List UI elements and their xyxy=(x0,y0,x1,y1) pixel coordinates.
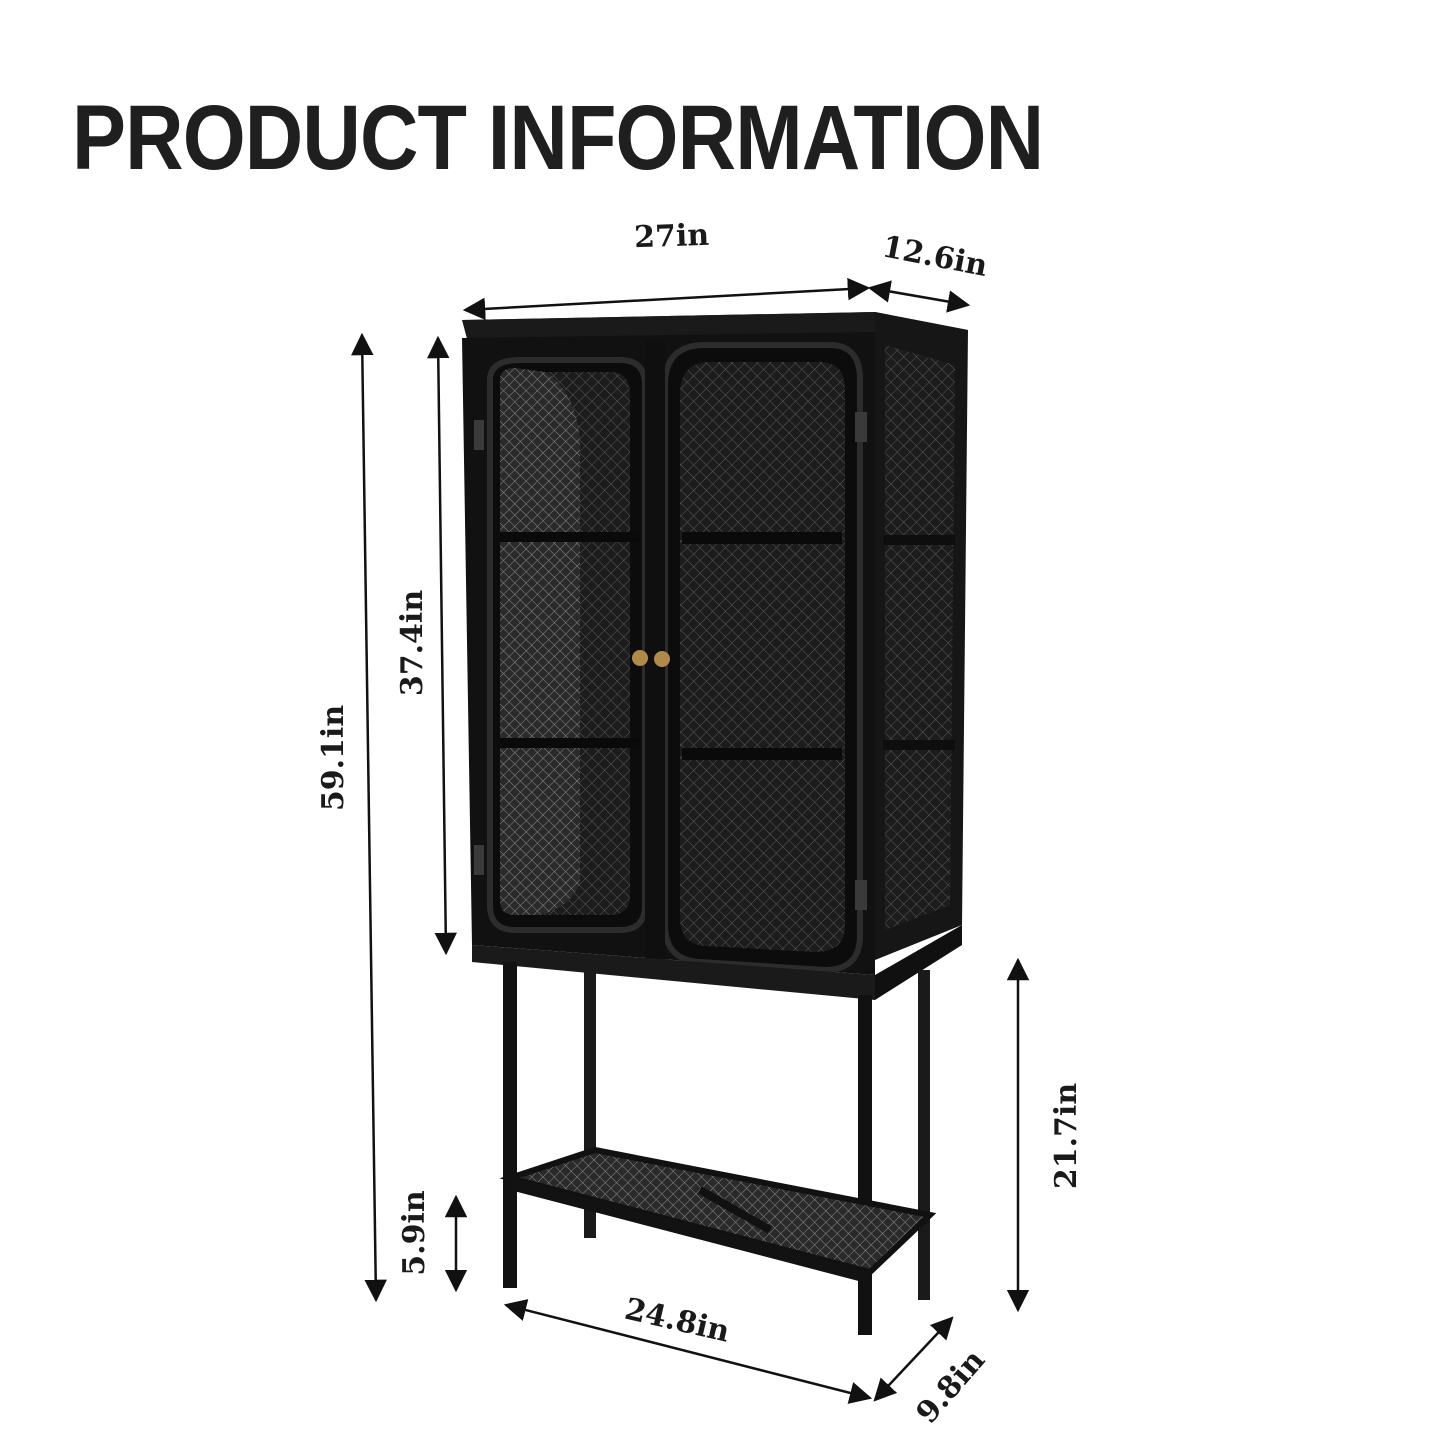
page-title: PRODUCT INFORMATION xyxy=(72,87,1044,189)
dim-width-top: 27in xyxy=(634,218,710,256)
stand xyxy=(499,962,937,1335)
dim-depth-bottom: 9.8in xyxy=(910,1343,993,1431)
dim-leg-height: 21.7in xyxy=(1049,1083,1084,1189)
cabinet xyxy=(462,312,968,1000)
dim-depth-top: 12.6in xyxy=(879,229,990,284)
dim-shelf-clearance: 5.9in xyxy=(397,1190,432,1276)
knob-icon xyxy=(632,650,648,666)
knob-icon xyxy=(654,651,670,667)
dim-total-height: 59.1in xyxy=(316,705,351,811)
dim-width-bottom: 24.8in xyxy=(621,1292,733,1350)
dimension-lines xyxy=(351,277,1030,1404)
dim-cabinet-height: 37.4in xyxy=(395,590,430,696)
